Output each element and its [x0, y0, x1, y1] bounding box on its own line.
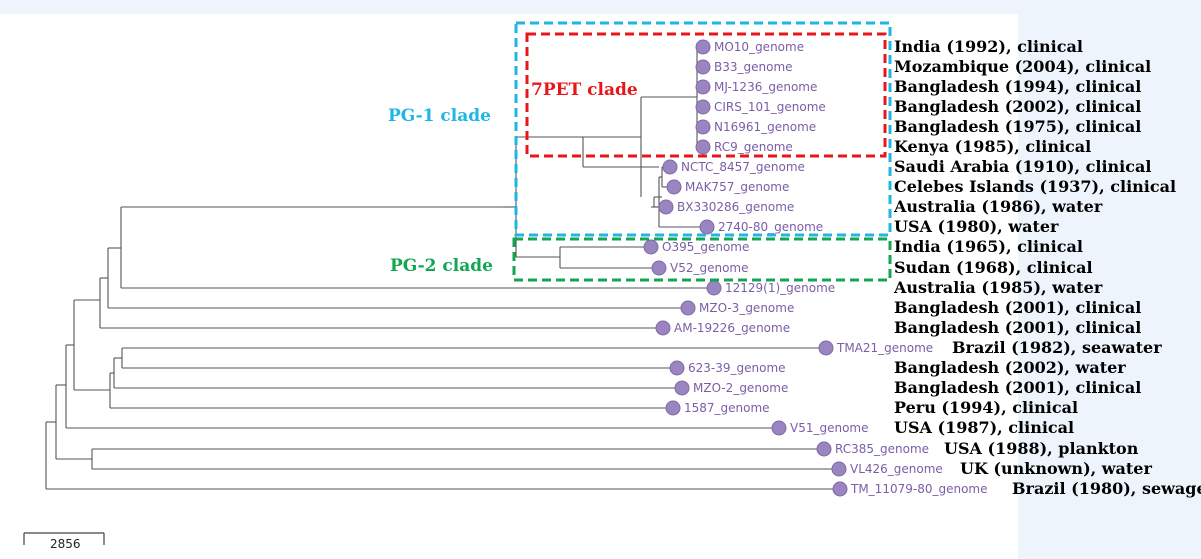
origin-label: Brazil (1980), sewage: [1012, 479, 1201, 498]
origin-label: Kenya (1985), clinical: [894, 137, 1091, 156]
leaf-label: MJ-1236_genome: [714, 80, 817, 94]
leaf-node: [655, 320, 671, 336]
leaf-node: [665, 400, 681, 416]
origin-label: India (1992), clinical: [894, 37, 1083, 56]
origin-label: Bangladesh (2002), clinical: [894, 97, 1141, 116]
origin-label: Bangladesh (1975), clinical: [894, 117, 1141, 136]
leaf-label: 623-39_genome: [688, 361, 786, 375]
leaf-node: [831, 461, 847, 477]
leaf-node: [818, 340, 834, 356]
leaf-label: MZO-2_genome: [693, 381, 788, 395]
leaf-node: [695, 139, 711, 155]
leaf-label: V51_genome: [790, 421, 869, 435]
origin-label: USA (1988), plankton: [944, 439, 1139, 458]
leaf-node: [699, 219, 715, 235]
origin-label: USA (1980), water: [894, 217, 1059, 236]
origin-label: Bangladesh (2001), clinical: [894, 298, 1141, 317]
pg2-clade-box: [512, 237, 892, 282]
leaf-label: AM-19226_genome: [674, 321, 790, 335]
origin-label: Bangladesh (2001), clinical: [894, 378, 1141, 397]
leaf-node: [706, 280, 722, 296]
tree-leaf-nodes: [643, 39, 848, 497]
leaf-node: [695, 39, 711, 55]
tree-branches: [45, 47, 840, 490]
leaf-label: O395_genome: [662, 240, 749, 254]
leaf-label: B33_genome: [714, 60, 793, 74]
leaf-label: 12129(1)_genome: [725, 281, 835, 295]
pg2-clade-label: PG-2 clade: [390, 256, 493, 276]
leaf-label: CIRS_101_genome: [714, 100, 826, 114]
leaf-node: [771, 420, 787, 436]
leaf-label: VL426_genome: [850, 462, 943, 476]
origin-label: USA (1987), clinical: [894, 418, 1074, 437]
leaf-label: 2740-80_genome: [718, 220, 823, 234]
leaf-node: [816, 441, 832, 457]
pg1-clade-label: PG-1 clade: [388, 106, 491, 126]
origin-label: Bangladesh (1994), clinical: [894, 77, 1141, 96]
leaf-node: [680, 300, 696, 316]
origin-label: India (1965), clinical: [894, 237, 1083, 256]
leaf-node: [695, 99, 711, 115]
tree-panel: [0, 14, 1018, 559]
origin-label: Saudi Arabia (1910), clinical: [894, 157, 1151, 176]
leaf-label: N16961_genome: [714, 120, 816, 134]
origin-label: Australia (1985), water: [893, 278, 1103, 297]
leaf-node: [695, 119, 711, 135]
leaf-label: TM_11079-80_genome: [850, 482, 987, 496]
leaf-node: [669, 360, 685, 376]
leaf-label: RC9_genome: [714, 140, 793, 154]
leaf-node: [662, 159, 678, 175]
scale-bar: 2856: [23, 532, 105, 551]
origin-label: Australia (1986), water: [893, 197, 1103, 216]
leaf-node: [666, 179, 682, 195]
origin-label: Sudan (1968), clinical: [894, 258, 1093, 277]
origin-label: UK (unknown), water: [960, 459, 1152, 478]
leaf-label: TMA21_genome: [836, 341, 933, 355]
leaf-label: NCTC_8457_genome: [681, 160, 805, 174]
pet-clade-label: 7PET clade: [531, 80, 638, 100]
tree-leaf-labels: MO10_genomeB33_genomeMJ-1236_genomeCIRS_…: [662, 40, 987, 496]
leaf-node: [651, 260, 667, 276]
origin-label: Celebes Islands (1937), clinical: [894, 177, 1176, 196]
origin-label: Mozambique (2004), clinical: [894, 57, 1151, 76]
origin-label: Brazil (1982), seawater: [952, 338, 1162, 357]
leaf-node: [695, 79, 711, 95]
origin-label: Bangladesh (2002), water: [894, 358, 1126, 377]
leaf-label: BX330286_genome: [677, 200, 794, 214]
origin-label: Peru (1994), clinical: [894, 398, 1078, 417]
leaf-node: [674, 380, 690, 396]
leaf-node: [643, 239, 659, 255]
leaf-node: [695, 59, 711, 75]
leaf-label: MZO-3_genome: [699, 301, 794, 315]
leaf-label: MO10_genome: [714, 40, 804, 54]
leaf-node: [658, 199, 674, 215]
pet-clade-box: [525, 32, 887, 158]
leaf-label: 1587_genome: [684, 401, 770, 415]
leaf-label: RC385_genome: [835, 442, 929, 456]
leaf-label: MAK757_genome: [685, 180, 789, 194]
scale-bar-label: 2856: [50, 537, 81, 551]
leaf-node: [832, 481, 848, 497]
leaf-label: V52_genome: [670, 261, 749, 275]
origin-label: Bangladesh (2001), clinical: [894, 318, 1141, 337]
pg1-clade-box: [514, 21, 892, 237]
